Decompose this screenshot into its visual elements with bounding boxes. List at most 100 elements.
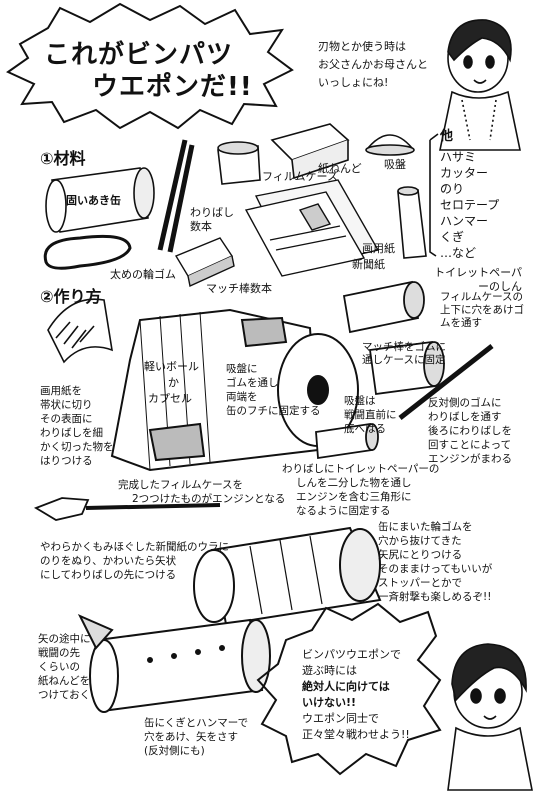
suction-rubber-2: ゴムを通し xyxy=(226,377,279,389)
engine-4: 回すことによって xyxy=(428,439,512,451)
match-fix-2: 通しケースに固定 xyxy=(362,354,446,366)
other-items-bracket xyxy=(429,133,439,257)
suction-cup-label: 吸盤 xyxy=(384,158,406,171)
rubber-label: 太めの輪ゴム xyxy=(110,268,176,281)
steps-heading: ②作り方 xyxy=(40,287,102,306)
newspaper-label: 新聞紙 xyxy=(352,258,385,271)
arrow-note-3: にしてわりばしの先につける xyxy=(40,569,177,581)
other-item-4: セロテープ xyxy=(440,198,500,212)
stopper-4: そのままけってもいいが xyxy=(378,563,493,575)
boy-character xyxy=(447,643,533,791)
chopsticks-drawing xyxy=(157,139,195,253)
nail-note-2: 穴をあけ、矢をさす xyxy=(144,731,238,743)
other-item-3: のり xyxy=(440,182,465,196)
suction-cup-drawing xyxy=(365,134,415,156)
engine-2: わりばしを通す xyxy=(428,411,502,423)
warning-balloon xyxy=(256,602,442,776)
paper-strip-2: 帯状に切り xyxy=(40,399,93,411)
bottom-can-drawing xyxy=(77,613,271,713)
toilet-roll-label: トイレットペーパーのしん xyxy=(434,266,522,293)
other-item-5: ハンマー xyxy=(440,214,489,228)
matches-drawing xyxy=(174,237,235,288)
warning-4: いけない!! xyxy=(302,696,357,709)
other-item-7: …など xyxy=(440,246,477,260)
arrow-tip-2: 戦闘の先 xyxy=(38,647,80,659)
clay-label: 紙ねんど xyxy=(318,162,362,175)
warning-1: ビンパツウエポンで xyxy=(302,648,401,661)
other-item-6: くぎ xyxy=(440,230,465,244)
can-drawing xyxy=(45,167,155,233)
film-hole-3: ムを通す xyxy=(440,317,482,329)
triangle-1: わりばしにトイレットペーパーの xyxy=(282,463,440,475)
ball-1: 軽いボール xyxy=(144,360,199,373)
engine-3: 後ろにわりばしを xyxy=(428,425,512,437)
paper-strip-1: 画用紙を xyxy=(40,385,82,397)
sucker-note-3: 底へはる xyxy=(344,423,386,435)
materials-heading: ①材料 xyxy=(40,149,86,168)
stopper-6: 一斉射撃も楽しめるぞ!! xyxy=(378,591,492,603)
nail-note-3: (反対側にも) xyxy=(144,745,205,757)
arrow-tip-5: つけておく xyxy=(38,689,91,701)
finished-2: 2つつけたものがエンジンとなる xyxy=(132,493,286,505)
top-note-line1: 刃物とか使う時は xyxy=(318,40,406,53)
other-item-2: カッター xyxy=(440,166,489,180)
arrow-tip-4: 紙ねんどを xyxy=(38,675,91,687)
triangle-3: エンジンを含む三角形に xyxy=(296,491,412,503)
can-label: 固いあき缶 xyxy=(66,194,121,207)
paper-strip-5: かく切った物を xyxy=(40,441,114,453)
stopper-2: 穴から抜けてきた xyxy=(378,535,462,547)
other-heading: 他 xyxy=(440,129,454,144)
film-hole-2: 上下に穴をあけゴ xyxy=(440,304,524,316)
toilet-roll-drawing xyxy=(397,186,427,259)
film-cases-pair-drawing xyxy=(315,422,379,460)
newspaper-drawing xyxy=(244,179,380,277)
arrow-tip-1: 矢の途中に xyxy=(38,633,91,645)
title-balloon xyxy=(6,2,294,130)
title-line2: ウエポンだ!! xyxy=(92,72,253,102)
film-case-drawing xyxy=(217,141,261,185)
film-case-label: フィルムケース xyxy=(262,170,339,183)
stopper-3: 矢尻にとりつける xyxy=(378,549,463,561)
clay-drawing xyxy=(270,123,350,180)
engine-5: エンジンがまわる xyxy=(428,453,512,465)
engine-right-drawing xyxy=(342,280,494,420)
suction-rubber-4: 缶のフチに固定する xyxy=(226,405,321,417)
triangle-4: なるように固定する xyxy=(296,505,391,517)
nail-note-1: 缶にくぎとハンマーで xyxy=(144,717,249,729)
belt-strip-drawing xyxy=(47,298,114,364)
arrow-tip-3: くらいの xyxy=(38,661,80,673)
paper-strip-3: その表面に xyxy=(40,413,93,425)
arrow-note-2: のりをぬり、かわいたら矢状 xyxy=(40,555,177,567)
stopper-5: ストッパーとかで xyxy=(378,577,462,589)
paper-strip-6: はりつける xyxy=(40,455,93,467)
match-fix-1: マッチ棒をゴムに xyxy=(362,341,446,353)
suction-rubber-3: 両端を xyxy=(226,391,258,403)
triangle-2: しんを二分した物を通し xyxy=(296,477,412,489)
sucker-note-2: 戦闘直前に xyxy=(344,409,397,421)
finished-1: 完成したフィルムケースを xyxy=(118,479,244,491)
ball-2: か xyxy=(168,376,179,389)
stopper-1: 缶にまいた輪ゴムを xyxy=(378,521,473,533)
arrow-drawing xyxy=(33,497,221,521)
warning-5: ウエポン同士で xyxy=(302,712,379,725)
warning-3: 絶対人に向けては xyxy=(302,680,390,693)
paper-strip-4: わりばしを細 xyxy=(40,427,103,439)
warning-6: 正々堂々戦わせよう!! xyxy=(302,728,410,741)
ball-3: カプセル xyxy=(148,392,192,405)
top-note-line2: お父さんかお母さんと xyxy=(318,58,428,71)
other-item-1: ハサミ xyxy=(440,150,477,164)
chopsticks-label-2: 数本 xyxy=(190,220,212,233)
engine-1: 反対側のゴムに xyxy=(428,397,502,409)
film-hole-1: フィルムケースの xyxy=(440,291,524,303)
title-line1: これがビンパツ xyxy=(44,40,234,70)
matches-label: マッチ棒数本 xyxy=(206,282,272,295)
suction-rubber-1: 吸盤に xyxy=(226,363,258,375)
launcher-tube-drawing xyxy=(193,526,382,626)
arrow-note-1: やわらかくもみほぐした新聞紙のウラに xyxy=(40,541,229,553)
top-note-line3: いっしょにね! xyxy=(318,76,389,89)
drawing-paper-label: 画用紙 xyxy=(362,242,395,255)
warning-2: 遊ぶ時には xyxy=(302,664,357,677)
girl-character xyxy=(439,19,521,151)
chopsticks-label-1: わりばし xyxy=(190,206,234,219)
